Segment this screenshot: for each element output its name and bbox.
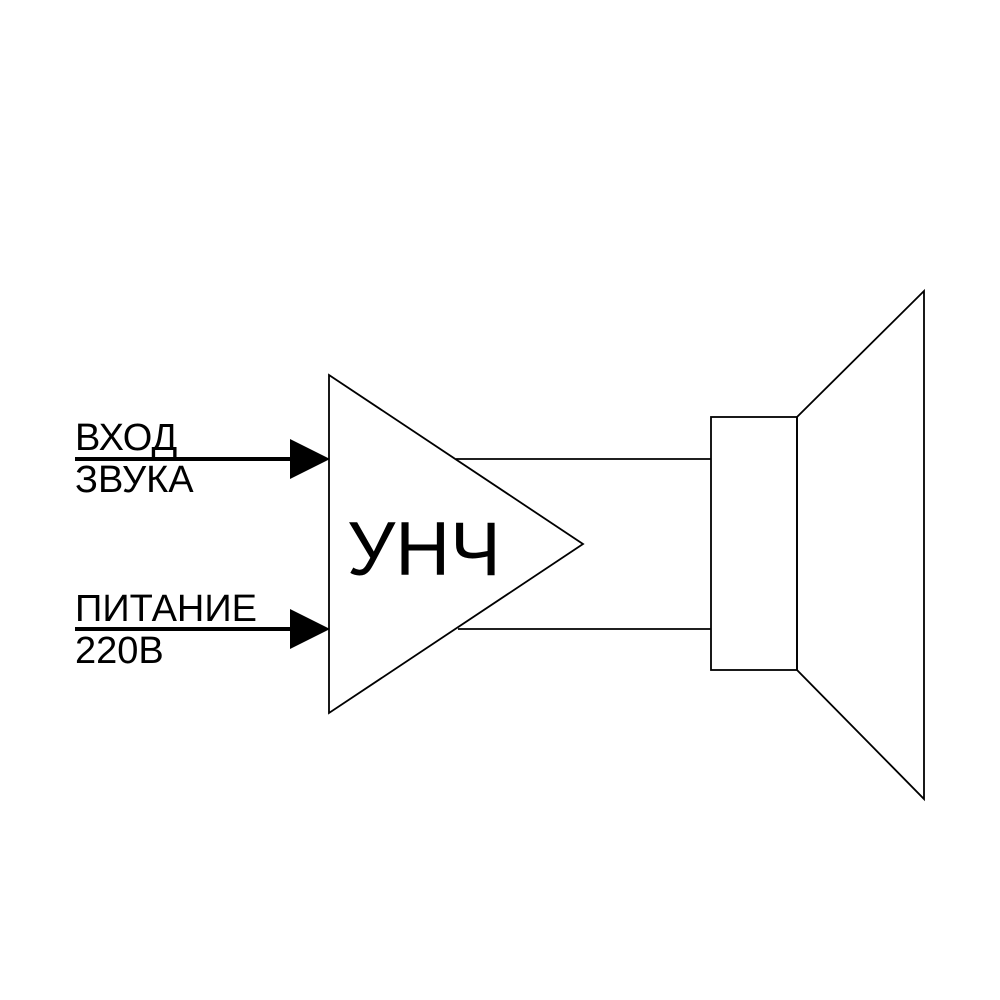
speaker-cone <box>796 288 925 802</box>
power-input-label-line1: ПИТАНИЕ <box>75 588 257 630</box>
amplifier-label: УНЧ <box>347 507 501 592</box>
power-input-label-line2: 220В <box>75 630 164 672</box>
sound-input-label-line1: ВХОД <box>75 417 177 459</box>
speaker-magnet <box>710 416 798 671</box>
sound-input-label-line2: ЗВУКА <box>75 459 194 501</box>
